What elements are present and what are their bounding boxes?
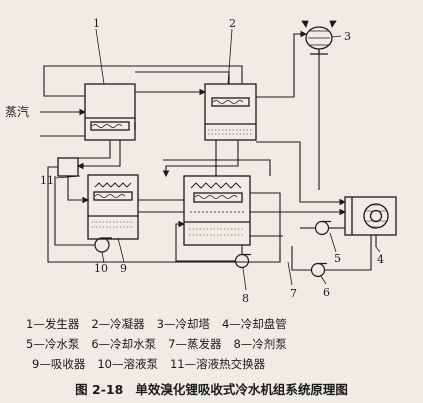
label-8: 8 bbox=[242, 292, 249, 305]
condenser bbox=[204, 83, 257, 141]
legend-item-absorber: 9—吸收器 bbox=[32, 357, 86, 371]
figure-number: 图 2-18 bbox=[75, 382, 124, 397]
solution-heat-exchanger bbox=[57, 157, 79, 177]
cooling-tower bbox=[301, 20, 337, 55]
legend-row: 1—发生器 2—冷凝器 3—冷却塔 4—冷却盘管 bbox=[14, 314, 414, 334]
legend-row: 9—吸收器 10—溶液泵 11—溶液热交换器 bbox=[14, 354, 414, 374]
figure-caption: 图 2-18 单效溴化锂吸收式冷水机组系统原理图 bbox=[0, 379, 423, 398]
cooling-water-pump bbox=[310, 262, 327, 278]
absorber bbox=[87, 174, 139, 240]
legend-item-cooling-coil: 4—冷却盘管 bbox=[221, 317, 287, 331]
legend: 1—发生器 2—冷凝器 3—冷却塔 4—冷却盘管 5—冷水泵 6—冷却水泵 7—… bbox=[14, 314, 414, 374]
solution-pump bbox=[94, 237, 112, 253]
label-2: 2 bbox=[229, 17, 236, 30]
cooling-coil bbox=[344, 196, 397, 236]
label-4: 4 bbox=[377, 253, 384, 266]
legend-item-cooling-tower: 3—冷却塔 bbox=[156, 317, 210, 331]
label-11: 11 bbox=[40, 174, 54, 187]
label-10: 10 bbox=[94, 262, 108, 275]
generator bbox=[84, 83, 136, 141]
label-5: 5 bbox=[334, 252, 341, 265]
label-7: 7 bbox=[290, 287, 297, 300]
legend-item-solution-pump: 10—溶液泵 bbox=[97, 357, 158, 371]
legend-row: 5—冷水泵 6—冷却水泵 7—蒸发器 8—冷剂泵 bbox=[14, 334, 414, 354]
evaporator bbox=[183, 175, 251, 246]
legend-item-condenser: 2—冷凝器 bbox=[91, 317, 145, 331]
legend-item-cooling-water-pump: 6—冷却水泵 bbox=[91, 337, 157, 351]
figure-title: 单效溴化锂吸收式冷水机组系统原理图 bbox=[135, 382, 348, 397]
leader-lines bbox=[55, 28, 381, 291]
label-6: 6 bbox=[323, 286, 330, 299]
label-9: 9 bbox=[120, 262, 127, 275]
label-1: 1 bbox=[93, 17, 100, 30]
chilled-water-pump bbox=[314, 220, 331, 236]
steam-label: 蒸汽 bbox=[5, 104, 29, 119]
refrigerant-pump bbox=[234, 253, 251, 269]
legend-item-refrigerant-pump: 8—冷剂泵 bbox=[233, 337, 287, 351]
legend-item-heat-exchanger: 11—溶液热交换器 bbox=[169, 357, 266, 371]
legend-item-chilled-water-pump: 5—冷水泵 bbox=[26, 337, 80, 351]
legend-item-generator: 1—发生器 bbox=[26, 317, 80, 331]
legend-item-evaporator: 7—蒸发器 bbox=[168, 337, 222, 351]
label-3: 3 bbox=[344, 30, 351, 43]
piping bbox=[40, 30, 377, 271]
